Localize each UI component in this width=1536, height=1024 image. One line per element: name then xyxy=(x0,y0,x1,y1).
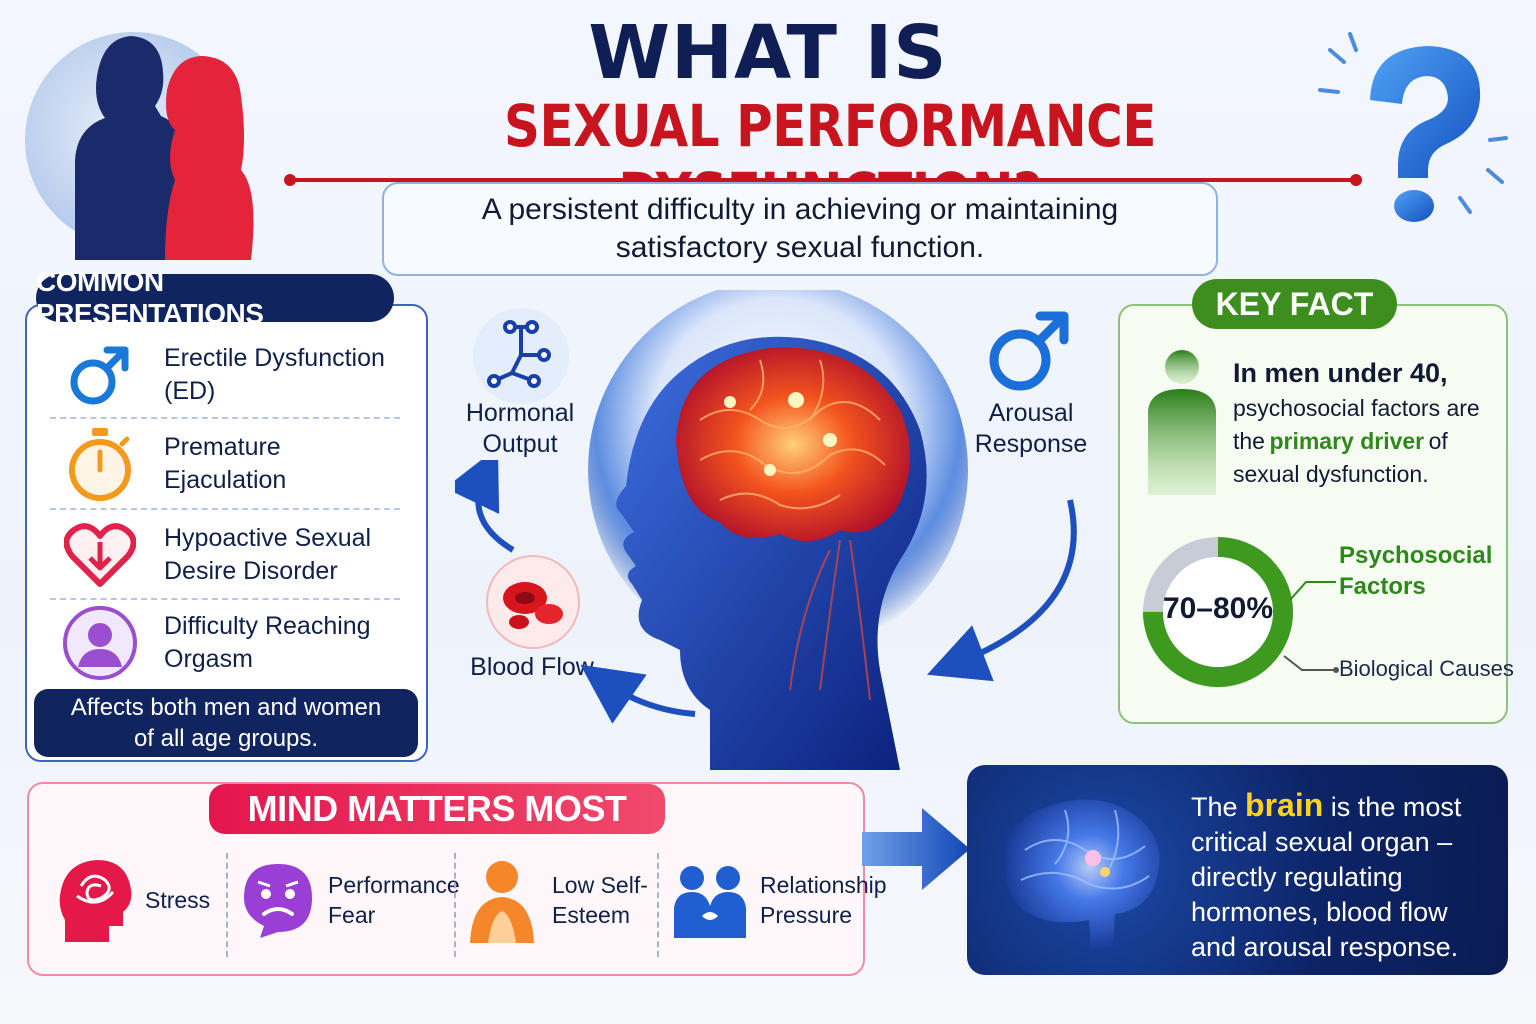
mind-item-label: Low Self- Esteem xyxy=(552,872,648,928)
definition-box: A persistent difficulty in achieving or … xyxy=(382,182,1218,276)
heart-down-arrow-icon xyxy=(50,515,150,595)
mind-item-relationship-pressure: Relationship Pressure xyxy=(670,845,887,955)
presentations-footer: Affects both men and women of all age gr… xyxy=(34,689,418,757)
arousal-response-label: Arousal Response xyxy=(974,399,1088,458)
mind-item-label: Stress xyxy=(145,887,211,913)
presentation-item-hsdd: Hypoactive Sexual Desire Disorder xyxy=(50,515,400,595)
key-fact-highlight: primary driver xyxy=(1269,428,1425,454)
cycle-arrows xyxy=(455,460,1077,724)
hormone-molecule-icon xyxy=(472,307,570,405)
presentation-label: Premature Ejaculation xyxy=(164,433,287,494)
blood-cells-icon xyxy=(485,554,581,650)
stopwatch-icon xyxy=(50,424,150,504)
sad-person-icon xyxy=(462,855,542,945)
donut-psychosocial-arc xyxy=(1143,537,1293,687)
couple-silhouette-illustration xyxy=(25,32,254,260)
presentations-header: COMMON PRESENTATIONS xyxy=(36,266,394,329)
donut-percentage-label: 70–80% xyxy=(1162,592,1274,625)
hormonal-output-label: Hormonal Output xyxy=(465,399,575,458)
legend-psychosocial: Psychosocial Factors xyxy=(1339,542,1493,600)
brain-fact-text: The brain is the most critical sexual or… xyxy=(1191,788,1491,965)
human-head-brain-illustration xyxy=(588,290,968,770)
question-mark-icon xyxy=(1318,32,1508,222)
mind-divider xyxy=(454,853,456,957)
presentation-label: Hypoactive Sexual Desire Disorder xyxy=(164,524,372,585)
brain-fact-before: The xyxy=(1191,792,1238,822)
donut-legend-lines xyxy=(1283,581,1339,673)
key-fact-body-after: of sexual dysfunction. xyxy=(1233,428,1448,487)
brain-fact-highlight: brain xyxy=(1245,787,1324,823)
presentation-item-pe: Premature Ejaculation xyxy=(50,424,400,504)
psychosocial-donut-chart xyxy=(1143,537,1293,687)
presentation-label: Erectile Dysfunction (ED) xyxy=(164,344,385,405)
presentation-divider xyxy=(50,417,400,419)
presentation-divider xyxy=(50,598,400,600)
key-fact-body-before: psychosocial factors are the xyxy=(1233,395,1480,454)
man-silhouette-icon xyxy=(1148,350,1216,495)
mind-divider xyxy=(657,853,659,957)
presentation-item-ed: Erectile Dysfunction (ED) xyxy=(50,335,400,415)
key-fact-header: KEY FACT xyxy=(1192,279,1397,329)
legend-biological: Biological Causes xyxy=(1339,656,1514,681)
right-arrow-icon xyxy=(862,808,970,890)
presentation-label: Difficulty Reaching Orgasm xyxy=(164,612,371,673)
stressed-head-icon xyxy=(55,855,135,945)
mind-item-self-esteem: Low Self- Esteem xyxy=(462,845,648,955)
worried-face-icon xyxy=(238,855,318,945)
key-fact-text: In men under 40, psychosocial factors ar… xyxy=(1233,354,1501,491)
person-icon xyxy=(50,603,150,683)
title-underline xyxy=(284,174,1362,186)
presentation-divider xyxy=(50,508,400,510)
male-symbol-icon xyxy=(50,335,150,415)
mind-divider xyxy=(226,853,228,957)
mind-matters-header: MIND MATTERS MOST xyxy=(209,784,665,834)
glowing-brain-illustration xyxy=(1004,799,1160,950)
key-fact-lead: In men under 40, xyxy=(1233,358,1448,388)
mind-item-stress: Stress xyxy=(55,845,210,955)
brain-fact-after: is the most critical sexual organ – dire… xyxy=(1191,792,1462,962)
couple-icon xyxy=(670,855,750,945)
mind-item-performance-fear: Performance Fear xyxy=(238,845,460,955)
arousal-male-symbol-icon xyxy=(982,304,1082,404)
presentation-item-orgasm: Difficulty Reaching Orgasm xyxy=(50,603,400,683)
mind-item-label: Performance Fear xyxy=(328,872,460,928)
mind-item-label: Relationship Pressure xyxy=(760,872,887,928)
title-line-1: WHAT IS xyxy=(588,10,948,96)
